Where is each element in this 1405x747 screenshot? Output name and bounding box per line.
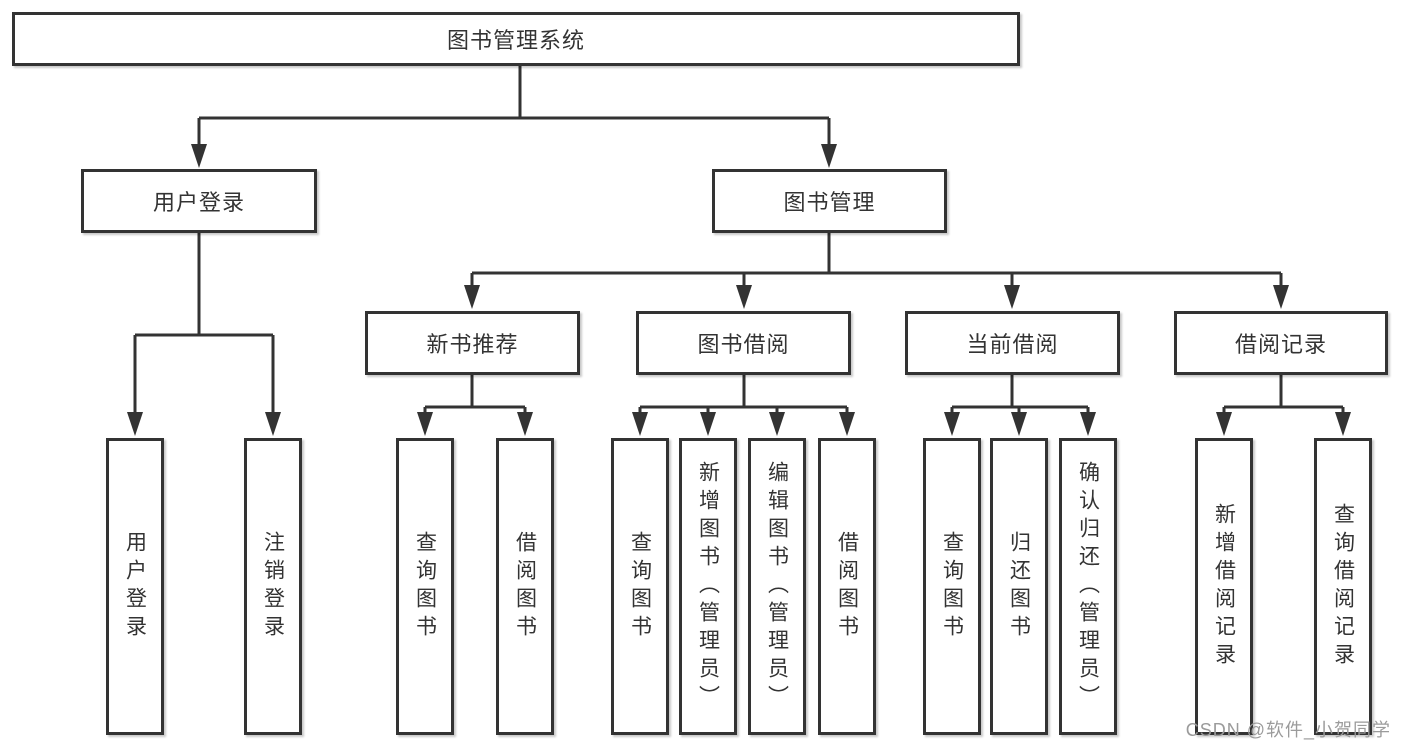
leaf-return-books: 归还图书 <box>990 438 1048 735</box>
node-new-book-recommend: 新书推荐 <box>365 311 580 375</box>
node-label: 借阅记录 <box>1234 332 1327 357</box>
node-label: 编辑图书（管理员） <box>765 460 789 713</box>
leaf-edit-books-admin: 编辑图书（管理员） <box>748 438 806 735</box>
node-label: 确认归还（管理员） <box>1076 460 1100 713</box>
node-label: 图书管理 <box>783 190 876 215</box>
node-book-management: 图书管理 <box>712 169 947 233</box>
node-library-system: 图书管理系统 <box>12 12 1020 66</box>
node-label: 新增借阅记录 <box>1212 502 1236 671</box>
node-label: 查询图书 <box>628 530 652 643</box>
node-label: 用户登录 <box>152 190 245 215</box>
node-label: 借阅图书 <box>513 530 537 643</box>
leaf-query-books-recommend: 查询图书 <box>396 438 454 735</box>
node-label: 新书推荐 <box>426 332 519 357</box>
node-user-login: 用户登录 <box>81 169 317 233</box>
arrowheads <box>127 144 1351 436</box>
leaf-user-login: 用户登录 <box>106 438 164 735</box>
node-label: 图书管理系统 <box>446 28 585 53</box>
leaf-borrow-books-recommend: 借阅图书 <box>496 438 554 735</box>
leaf-query-books-borrow: 查询图书 <box>611 438 669 735</box>
watermark: CSDN @软件_小贺同学 <box>1185 720 1391 740</box>
leaf-add-books-admin: 新增图书（管理员） <box>679 438 737 735</box>
node-book-borrowing: 图书借阅 <box>636 311 851 375</box>
tree-edges <box>133 66 1345 416</box>
node-label: 新增图书（管理员） <box>696 460 720 713</box>
leaf-confirm-return-admin: 确认归还（管理员） <box>1059 438 1117 735</box>
node-label: 借阅图书 <box>835 530 859 643</box>
node-label: 注销登录 <box>261 530 285 643</box>
leaf-query-borrow-record: 查询借阅记录 <box>1314 438 1372 735</box>
leaf-add-borrow-record: 新增借阅记录 <box>1195 438 1253 735</box>
node-label: 归还图书 <box>1007 530 1031 643</box>
node-label: 用户登录 <box>123 530 147 643</box>
leaf-borrow-books: 借阅图书 <box>818 438 876 735</box>
node-label: 查询借阅记录 <box>1331 502 1355 671</box>
node-current-borrowing: 当前借阅 <box>905 311 1120 375</box>
leaf-logout: 注销登录 <box>244 438 302 735</box>
leaf-query-books-current: 查询图书 <box>923 438 981 735</box>
node-label: 当前借阅 <box>966 332 1059 357</box>
node-label: 图书借阅 <box>697 332 790 357</box>
node-label: 查询图书 <box>413 530 437 643</box>
node-label: 查询图书 <box>940 530 964 643</box>
node-borrowing-records: 借阅记录 <box>1174 311 1388 375</box>
